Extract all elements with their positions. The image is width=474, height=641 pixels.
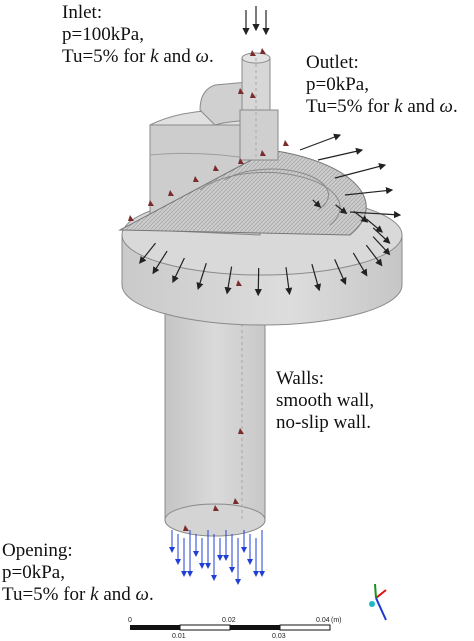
opening-title: Opening: xyxy=(2,540,73,561)
scale-bar: 0 0.02 0.04 (m) 0.01 0.03 xyxy=(128,617,342,640)
walls-title: Walls: xyxy=(276,368,325,389)
inlet-turbulence: Tu=5% for k and ω. xyxy=(62,46,214,67)
outlet-arrow xyxy=(196,263,207,290)
outlet-flow-arrows xyxy=(139,133,402,297)
outlet-arrow xyxy=(349,211,402,219)
outlet-arrow xyxy=(365,244,383,267)
outlet-arrow xyxy=(334,259,347,285)
inlet-title: Inlet: xyxy=(62,2,103,23)
outlet-arrow xyxy=(254,267,262,297)
outlet-arrow xyxy=(152,250,168,275)
outlet-title: Outlet: xyxy=(306,52,359,73)
axis-triad-icon xyxy=(369,583,387,621)
outlet-arrow xyxy=(372,236,391,256)
outlet-arrow xyxy=(139,242,156,264)
opening-turbulence: Tu=5% for k and ω. xyxy=(2,584,154,605)
outlet-arrow xyxy=(312,199,322,208)
outlet-arrow xyxy=(334,163,387,179)
outlet-label: Outlet: p=0kPa, Tu=5% for k and ω. xyxy=(306,52,458,118)
scale-tick-003: 0.03 xyxy=(272,633,286,640)
scale-unit: (m) xyxy=(331,617,342,624)
outlet-arrow xyxy=(285,267,293,296)
inlet-flow-arrows xyxy=(242,6,270,36)
outlet-arrow xyxy=(311,264,322,292)
outlet-pressure: p=0kPa, xyxy=(306,74,369,95)
inlet-label: Inlet: p=100kPa, Tu=5% for k and ω. xyxy=(62,2,214,68)
walls-label: Walls: smooth wall, no-slip wall. xyxy=(276,368,374,434)
outlet-arrow xyxy=(352,252,368,277)
outlet-arrow xyxy=(372,227,391,244)
outlet-turbulence: Tu=5% for k and ω. xyxy=(306,96,458,117)
outlet-arrow xyxy=(172,257,185,284)
scale-tick-004: 0.04 xyxy=(316,617,330,624)
opening-flow-arrows xyxy=(169,530,265,585)
outlet-arrow xyxy=(335,204,348,215)
inlet-pipe-body xyxy=(199,52,279,161)
outlet-arrow xyxy=(366,218,384,233)
outlet-arrow xyxy=(299,133,342,151)
opening-label: Opening: p=0kPa, Tu=5% for k and ω. xyxy=(2,540,154,606)
outlet-pipe-body xyxy=(164,299,266,537)
outlet-arrow xyxy=(353,210,369,223)
scale-tick-001: 0.01 xyxy=(172,633,186,640)
inlet-markers xyxy=(128,48,289,531)
outlet-arrow xyxy=(317,147,364,161)
scale-tick-002: 0.02 xyxy=(222,617,236,624)
inlet-pressure: p=100kPa, xyxy=(62,24,144,45)
outlet-arrow xyxy=(224,266,233,295)
opening-pressure: p=0kPa, xyxy=(2,562,65,583)
walls-smooth: smooth wall, xyxy=(276,390,375,411)
scale-tick-0: 0 xyxy=(128,617,132,624)
disc-body xyxy=(118,109,403,326)
outlet-arrow xyxy=(344,187,394,196)
walls-noslip: no-slip wall. xyxy=(276,412,371,433)
